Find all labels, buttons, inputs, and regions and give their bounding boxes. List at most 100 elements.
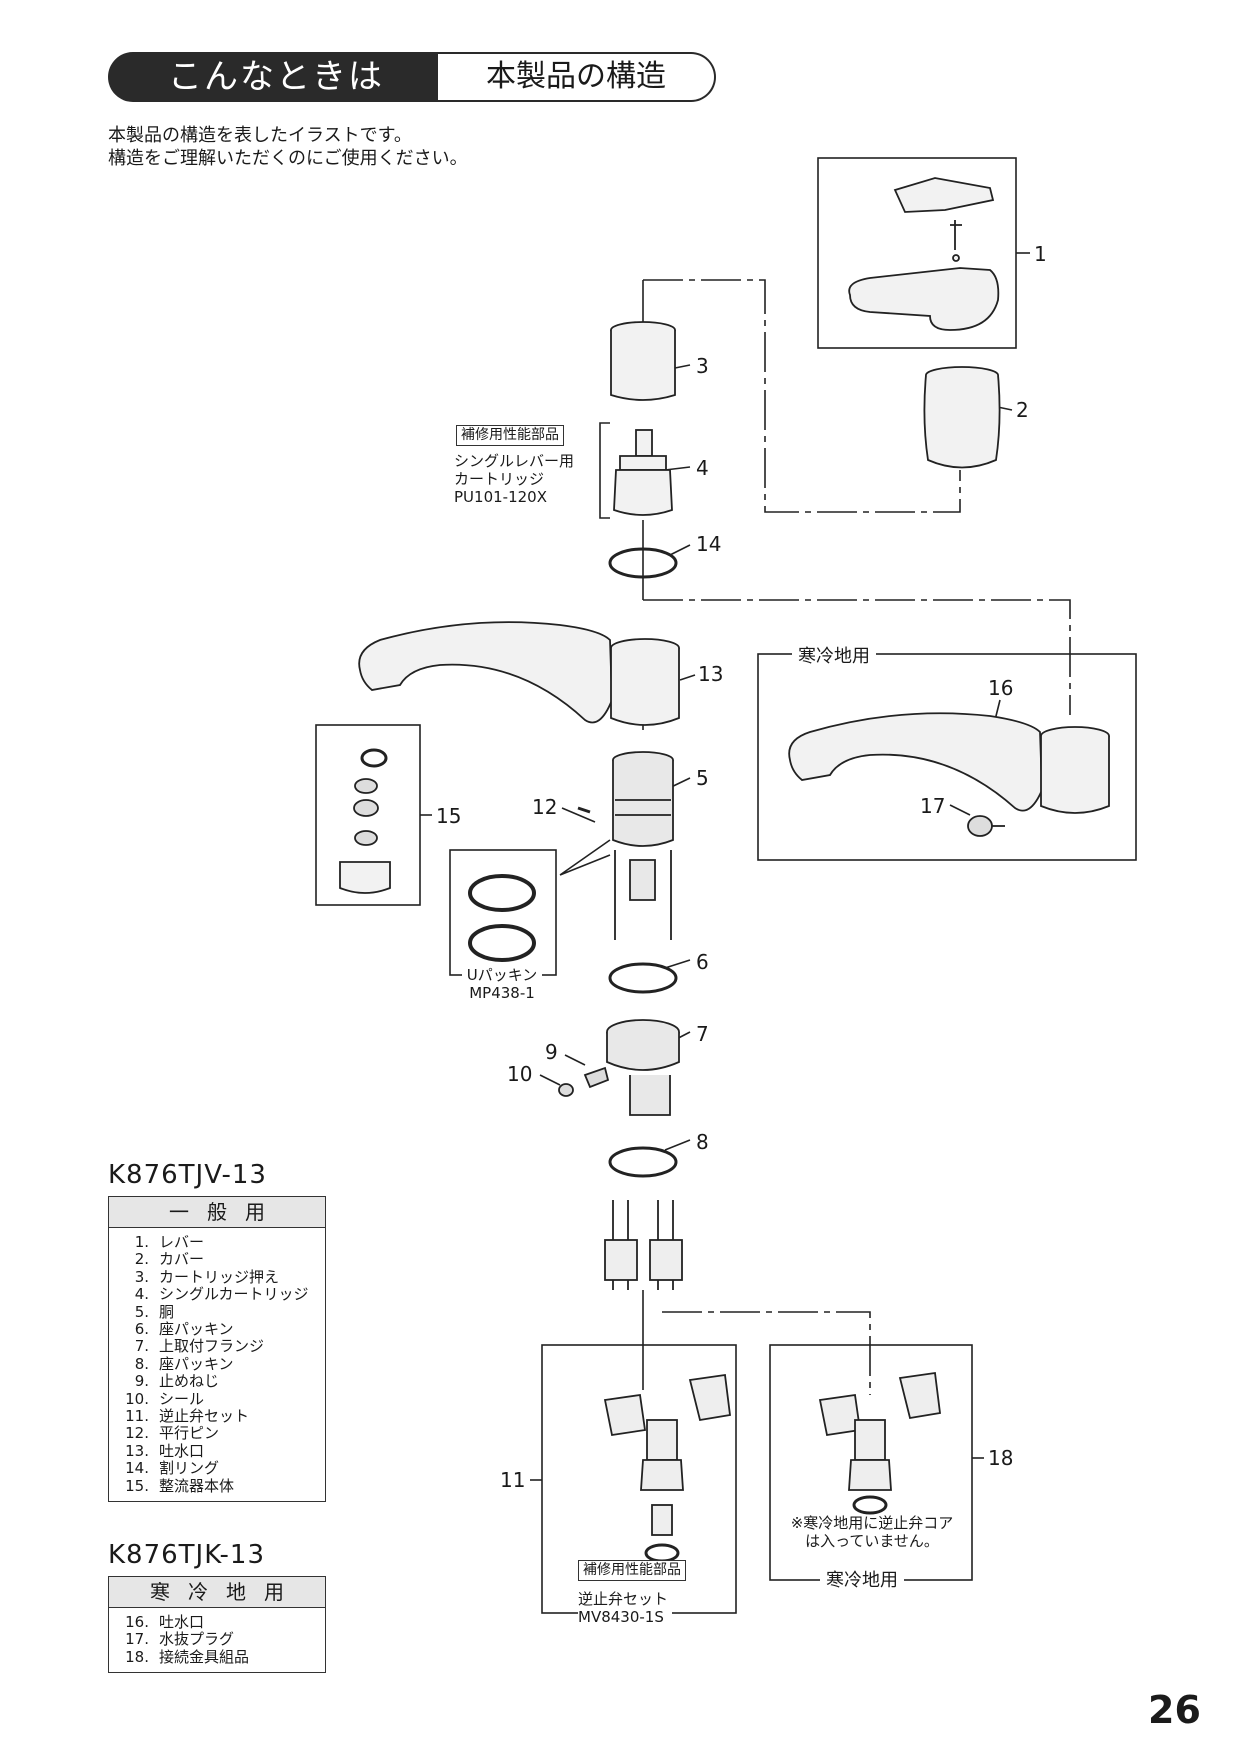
callout-10: 10 bbox=[507, 1062, 533, 1086]
part-name: カートリッジ押え bbox=[159, 1267, 280, 1286]
cartridge-note-line-1: シングルレバー用 bbox=[454, 452, 575, 470]
page-number: 26 bbox=[1148, 1688, 1201, 1732]
cold-fitting-note-line-1: ※寒冷地用に逆止弁コア bbox=[790, 1514, 954, 1532]
callout-7: 7 bbox=[696, 1022, 709, 1046]
table-row: 12. 平行ピン bbox=[109, 1424, 325, 1443]
section-tag-title: 本製品の構造 bbox=[438, 52, 716, 102]
part-number: 7. bbox=[134, 1337, 149, 1356]
part-name: 逆止弁セット bbox=[159, 1407, 250, 1426]
part-name: 割リング bbox=[159, 1459, 220, 1478]
cartridge-note: シングルレバー用 カートリッジ PU101-120X bbox=[454, 452, 574, 506]
callout-16: 16 bbox=[988, 676, 1014, 700]
cartridge-repair-tag: 補修用性能部品 bbox=[456, 425, 564, 446]
cold-spout-label: 寒冷地用 bbox=[792, 642, 876, 668]
part-number: 10. bbox=[125, 1389, 149, 1408]
upacking-box bbox=[449, 849, 557, 976]
table-row: 1. レバー bbox=[109, 1233, 325, 1251]
part-name: 座パッキン bbox=[159, 1320, 234, 1339]
callout-5: 5 bbox=[696, 766, 709, 790]
table-row: 8. 座パッキン bbox=[109, 1354, 325, 1373]
part-number: 6. bbox=[134, 1320, 149, 1339]
section-tag-dark: こんなときは bbox=[108, 52, 438, 102]
part-number: 12. bbox=[125, 1424, 149, 1443]
intro-text: 本製品の構造を表したイラストです。 構造をご理解いただくのにご使用ください。 bbox=[108, 124, 468, 170]
part-number: 15. bbox=[125, 1476, 149, 1495]
model-cold: K876TJK-13 bbox=[108, 1540, 266, 1570]
valve-repair-tag: 補修用性能部品 bbox=[578, 1560, 686, 1581]
part-name: 胴 bbox=[159, 1302, 175, 1321]
cartridge-model: PU101-120X bbox=[454, 488, 547, 506]
callout-13: 13 bbox=[698, 662, 724, 686]
valve-note-line-1: 逆止弁セット bbox=[578, 1590, 669, 1608]
valve-note: 逆止弁セット MV8430-1S bbox=[578, 1590, 673, 1626]
intro-line-1: 本製品の構造を表したイラストです。 bbox=[108, 125, 412, 146]
callout-3: 3 bbox=[696, 354, 709, 378]
callout-14: 14 bbox=[696, 532, 722, 556]
cold-fitting-label: 寒冷地用 bbox=[820, 1566, 904, 1592]
table-row: 18. 接続金具組品 bbox=[109, 1647, 325, 1666]
part-number: 8. bbox=[134, 1354, 149, 1373]
callout-12: 12 bbox=[532, 795, 558, 819]
table-row: 5. 胴 bbox=[109, 1302, 325, 1321]
part-name: 座パッキン bbox=[159, 1354, 234, 1373]
table-general-body: 1. レバー 2. カバー 3. カートリッジ押え 4. シングルカートリッジ 5. 胴 6. 座パッ… bbox=[109, 1228, 325, 1501]
table-row: 10. シール bbox=[109, 1389, 325, 1408]
callout-2: 2 bbox=[1016, 398, 1029, 422]
callout-1: 1 bbox=[1034, 242, 1047, 266]
part-name: カバー bbox=[159, 1250, 205, 1269]
part-number: 17. bbox=[125, 1630, 149, 1649]
upacking-model: MP438-1 bbox=[469, 984, 535, 1002]
cold-fitting-note-line-2: は入っていません。 bbox=[805, 1532, 939, 1550]
part-name: 吐水口 bbox=[159, 1441, 205, 1460]
callout-4: 4 bbox=[696, 456, 709, 480]
upacking-note: Uパッキン MP438-1 bbox=[462, 966, 542, 1002]
part-number: 18. bbox=[125, 1647, 149, 1666]
part-number: 13. bbox=[125, 1441, 149, 1460]
callout-9: 9 bbox=[545, 1040, 558, 1064]
callout-15: 15 bbox=[436, 804, 462, 828]
table-row: 13. 吐水口 bbox=[109, 1441, 325, 1460]
table-row: 14.割リング bbox=[109, 1459, 325, 1478]
table-row: 15.整流器本体 bbox=[109, 1476, 325, 1495]
part-name: 水抜プラグ bbox=[159, 1630, 235, 1649]
parts-table-cold: 寒冷地用 16. 吐水口 17. 水抜プラグ 18. 接続金具組品 bbox=[108, 1576, 326, 1674]
part-name: 平行ピン bbox=[159, 1424, 220, 1443]
table-row: 11. 逆止弁セット bbox=[109, 1407, 325, 1426]
table-cold-header: 寒冷地用 bbox=[109, 1577, 325, 1608]
table-row: 7. 上取付フランジ bbox=[109, 1337, 325, 1356]
callout-17: 17 bbox=[920, 794, 946, 818]
cold-fitting-note: ※寒冷地用に逆止弁コア は入っていません。 bbox=[782, 1514, 962, 1550]
part-number: 9. bbox=[134, 1372, 149, 1391]
callout-18: 18 bbox=[988, 1446, 1014, 1470]
part-name: シール bbox=[159, 1389, 205, 1408]
part-name: シングルカートリッジ bbox=[159, 1285, 309, 1304]
cartridge-note-line-2: カートリッジ bbox=[454, 470, 545, 488]
table-row: 16. 吐水口 bbox=[109, 1613, 325, 1631]
model-general: K876TJV-13 bbox=[108, 1160, 267, 1190]
callout-11: 11 bbox=[500, 1468, 526, 1492]
part-name: 止めねじ bbox=[159, 1372, 220, 1391]
cold-spout-box bbox=[757, 653, 1137, 861]
table-row: 6. 座パッキン bbox=[109, 1320, 325, 1339]
part-number: 5. bbox=[134, 1302, 149, 1321]
table-row: 3. カートリッジ押え bbox=[109, 1267, 325, 1286]
part-name: 上取付フランジ bbox=[159, 1337, 265, 1356]
part-number: 11. bbox=[125, 1407, 149, 1426]
part-number: 1. bbox=[134, 1233, 149, 1251]
valve-model: MV8430-1S bbox=[578, 1608, 664, 1626]
part-name: 接続金具組品 bbox=[159, 1647, 250, 1666]
table-cold-body: 16. 吐水口 17. 水抜プラグ 18. 接続金具組品 bbox=[109, 1608, 325, 1672]
upacking-label: Uパッキン bbox=[466, 966, 538, 984]
table-row: 17. 水抜プラグ bbox=[109, 1630, 325, 1649]
table-row: 9. 止めねじ bbox=[109, 1372, 325, 1391]
part-number: 4. bbox=[134, 1285, 149, 1304]
part-name: 吐水口 bbox=[159, 1613, 205, 1631]
table-row: 4. シングルカートリッジ bbox=[109, 1285, 325, 1304]
part-name: レバー bbox=[159, 1233, 205, 1251]
callout-6: 6 bbox=[696, 950, 709, 974]
part-number: 2. bbox=[134, 1250, 149, 1269]
part-number: 16. bbox=[125, 1613, 149, 1631]
part-number: 3. bbox=[134, 1267, 149, 1286]
